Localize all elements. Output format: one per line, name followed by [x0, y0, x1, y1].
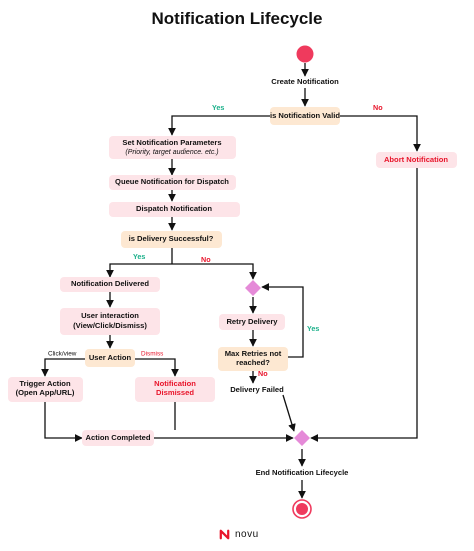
- set-params-label: Set Notification Parameters: [122, 138, 221, 147]
- yes-delivery-label: Yes: [133, 252, 145, 261]
- brand-footer: novu: [218, 528, 259, 541]
- no-retry-label: No: [258, 369, 268, 378]
- novu-logo-icon: [219, 529, 230, 540]
- user-action-label: User Action: [89, 353, 132, 362]
- is-valid-label: is Notification Valid: [270, 111, 340, 120]
- dismissed-box: [135, 377, 215, 402]
- retry-merge-diamond: [245, 280, 261, 296]
- start-node: [296, 45, 314, 63]
- queue-label: Queue Notification for Dispatch: [115, 177, 229, 186]
- queue-box: [109, 175, 236, 190]
- trigger-label-2: (Open App/URL): [16, 388, 75, 397]
- trigger-box: [8, 377, 83, 402]
- completed-label: Action Completed: [86, 433, 151, 442]
- end-node: [296, 503, 308, 515]
- yes-valid-label: Yes: [212, 103, 224, 112]
- delivered-label: Notification Delivered: [71, 279, 149, 288]
- max-retries-box: [218, 347, 288, 371]
- create-label: Create Notification: [271, 77, 339, 86]
- click-view-label: Click/view: [48, 351, 77, 358]
- no-valid-label: No: [373, 103, 383, 112]
- delivery-success-label: is Delivery Successful?: [129, 234, 214, 243]
- set-params-sublabel: (Priority, target audience. etc.): [125, 149, 218, 156]
- abort-label: Abort Notification: [384, 155, 448, 164]
- yes-retry-label: Yes: [307, 324, 319, 333]
- max-retries-label-2: reached?: [236, 358, 270, 367]
- diagram-title: Notification Lifecycle: [151, 9, 323, 28]
- retry-label: Retry Delivery: [226, 317, 278, 326]
- edge-success-yes: [106, 263, 172, 278]
- edge-trigger-completed: [44, 401, 83, 442]
- dismissed-label-1: Notification: [154, 379, 196, 388]
- delivered-box: [60, 277, 160, 292]
- max-retries-label-1: Max Retries not: [225, 349, 282, 358]
- end-node-ring: [292, 499, 312, 519]
- edge-action-click: [41, 358, 85, 377]
- edge-success-no: [172, 263, 257, 280]
- edge-valid-yes: [168, 115, 270, 136]
- trigger-label-1: Trigger Action: [19, 379, 71, 388]
- edge-failed-merge: [282, 394, 296, 432]
- retry-box: [219, 314, 285, 330]
- end-merge-diamond: [294, 430, 310, 446]
- connectors: [41, 63, 421, 499]
- edge-max-yes: [261, 283, 304, 358]
- delivery-failed-label: Delivery Failed: [230, 385, 284, 394]
- brand-name: novu: [235, 529, 259, 540]
- abort-box: [376, 152, 457, 168]
- set-params-box: [109, 136, 236, 159]
- completed-box: [82, 430, 154, 446]
- end-label: End Notification Lifecycle: [256, 468, 349, 477]
- dispatch-label: Dispatch Notification: [136, 204, 212, 213]
- interaction-label-1: User interaction: [81, 311, 139, 320]
- user-action-box: [85, 349, 135, 367]
- no-delivery-label: No: [201, 255, 211, 264]
- edge-action-dismiss: [135, 358, 179, 377]
- dismiss-label: Dismiss: [141, 351, 163, 358]
- interaction-box: [60, 308, 160, 335]
- edge-abort-merge: [310, 168, 418, 442]
- delivery-success-box: [121, 231, 222, 248]
- is-valid-box: [270, 107, 340, 125]
- dispatch-box: [109, 202, 240, 217]
- dismissed-label-2: Dismissed: [156, 388, 194, 397]
- edge-valid-no: [340, 115, 421, 152]
- interaction-label-2: (View/Click/Dismiss): [73, 321, 147, 330]
